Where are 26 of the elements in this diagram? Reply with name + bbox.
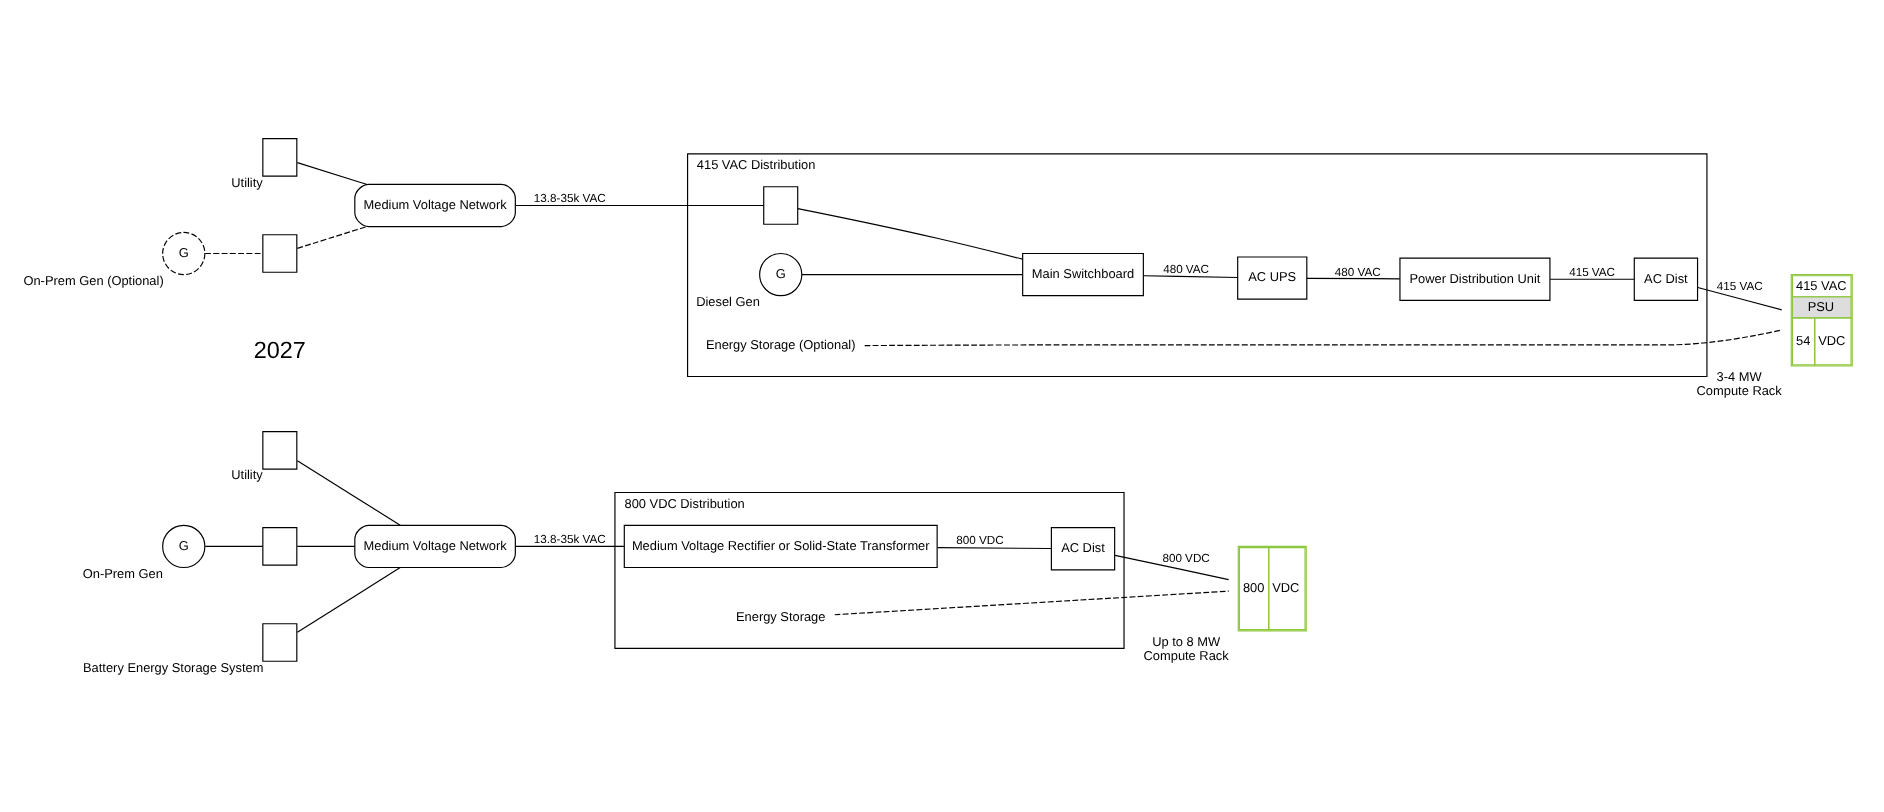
connector xyxy=(1113,553,1229,580)
connector xyxy=(295,225,367,248)
node-box xyxy=(261,430,297,469)
connector xyxy=(1142,274,1238,278)
node-box xyxy=(261,526,297,565)
connector xyxy=(295,544,355,546)
connector xyxy=(800,273,1023,275)
connector xyxy=(513,544,624,546)
connector xyxy=(863,328,1782,346)
connector xyxy=(1696,285,1782,310)
connector xyxy=(295,161,367,184)
node-box xyxy=(261,622,297,661)
node-box xyxy=(261,137,297,176)
connector xyxy=(295,566,400,632)
connector xyxy=(203,251,263,254)
connector xyxy=(796,207,1023,259)
connector xyxy=(203,544,263,546)
connector xyxy=(936,546,1051,549)
connector xyxy=(1305,276,1400,279)
label: 2027 xyxy=(252,336,305,363)
connector xyxy=(513,203,764,206)
node-box xyxy=(261,233,297,272)
connector xyxy=(1548,277,1634,279)
connector xyxy=(295,459,400,525)
connector xyxy=(833,589,1229,615)
node-box xyxy=(762,185,798,224)
